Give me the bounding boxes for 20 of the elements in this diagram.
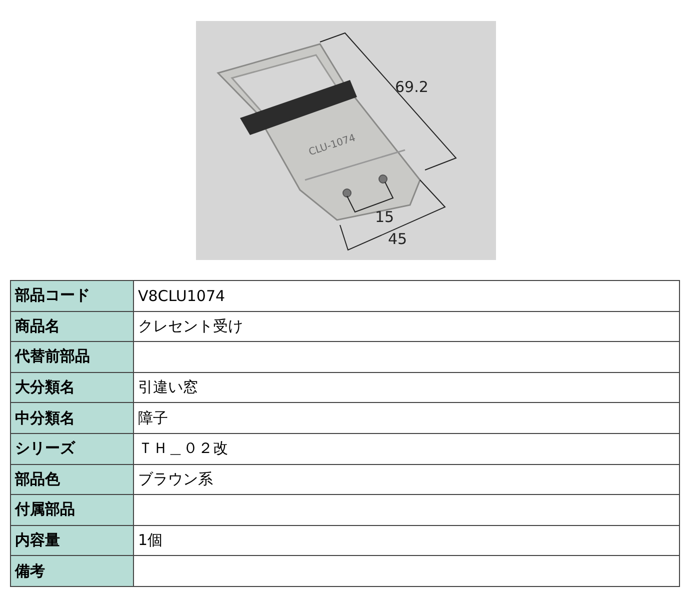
header-cell: 部品色 [10, 464, 134, 495]
value-cell: 障子 [134, 402, 680, 434]
value-cell: クレセント受け [134, 311, 680, 342]
header-cell: 商品名 [10, 311, 134, 342]
value-cell: ブラウン系 [134, 464, 680, 495]
header-cell: 部品コード [10, 280, 134, 312]
dimension-label: 69.2 [395, 78, 428, 96]
header-cell: 付属部品 [10, 494, 134, 526]
header-cell: シリーズ [10, 433, 134, 464]
dimension-label: 45 [388, 230, 408, 248]
header-cell: 備考 [10, 556, 134, 586]
value-cell: 1個 [134, 525, 680, 556]
value-cell: ＴＨ＿０２改 [134, 433, 680, 464]
header-cell: 大分類名 [10, 372, 134, 403]
header-cell: 中分類名 [10, 402, 134, 434]
value-cell: V8CLU1074 [134, 280, 680, 312]
dimension-label: 15 [375, 208, 394, 226]
header-cell: 代替前部品 [10, 342, 134, 372]
value-cell: 引違い窓 [134, 372, 680, 403]
header-cell: 内容量 [10, 525, 134, 556]
